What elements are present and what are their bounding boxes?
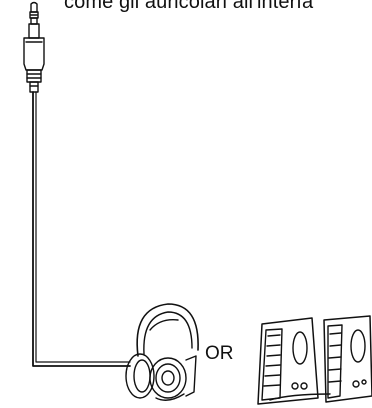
audio-cable-inner xyxy=(36,92,130,362)
desktop-speakers-icon xyxy=(258,316,372,404)
headphones-icon xyxy=(126,304,198,400)
audio-jack-plug-icon xyxy=(24,3,44,93)
or-label: OR xyxy=(205,343,234,365)
audio-cable xyxy=(33,92,130,366)
